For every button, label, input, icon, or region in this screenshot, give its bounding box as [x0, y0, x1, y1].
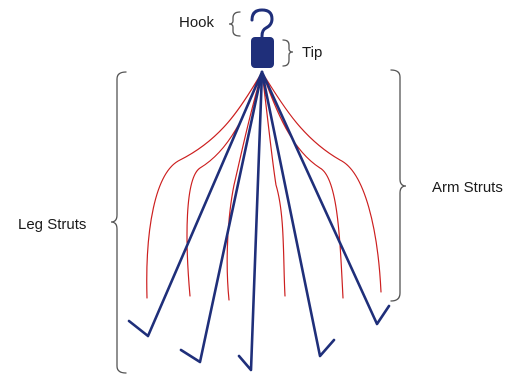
leg-strut [237, 70, 264, 372]
arm-struts-bracket [390, 69, 407, 302]
hook-bracket [228, 11, 241, 37]
tip-label: Tip [302, 44, 323, 61]
leg-strut [179, 70, 264, 364]
leg-struts-label: Leg Struts [18, 216, 87, 233]
leg-struts-bracket [110, 71, 127, 374]
leg-struts [127, 70, 391, 372]
hook-label: Hook [179, 14, 215, 31]
arm-strut [261, 71, 344, 299]
leg-strut [127, 70, 264, 338]
hook-icon [250, 8, 274, 40]
arm-struts [146, 71, 382, 301]
leg-strut [260, 70, 336, 358]
arm-strut [146, 71, 263, 299]
tip-icon [251, 37, 274, 68]
arm-strut [261, 71, 382, 293]
tip-bracket [282, 39, 294, 67]
arm-strut [261, 71, 286, 297]
leg-strut [260, 70, 391, 326]
arm-strut [186, 71, 263, 297]
arm-struts-label: Arm Struts [432, 179, 503, 196]
brackets [110, 11, 407, 374]
arm-strut [226, 71, 263, 301]
